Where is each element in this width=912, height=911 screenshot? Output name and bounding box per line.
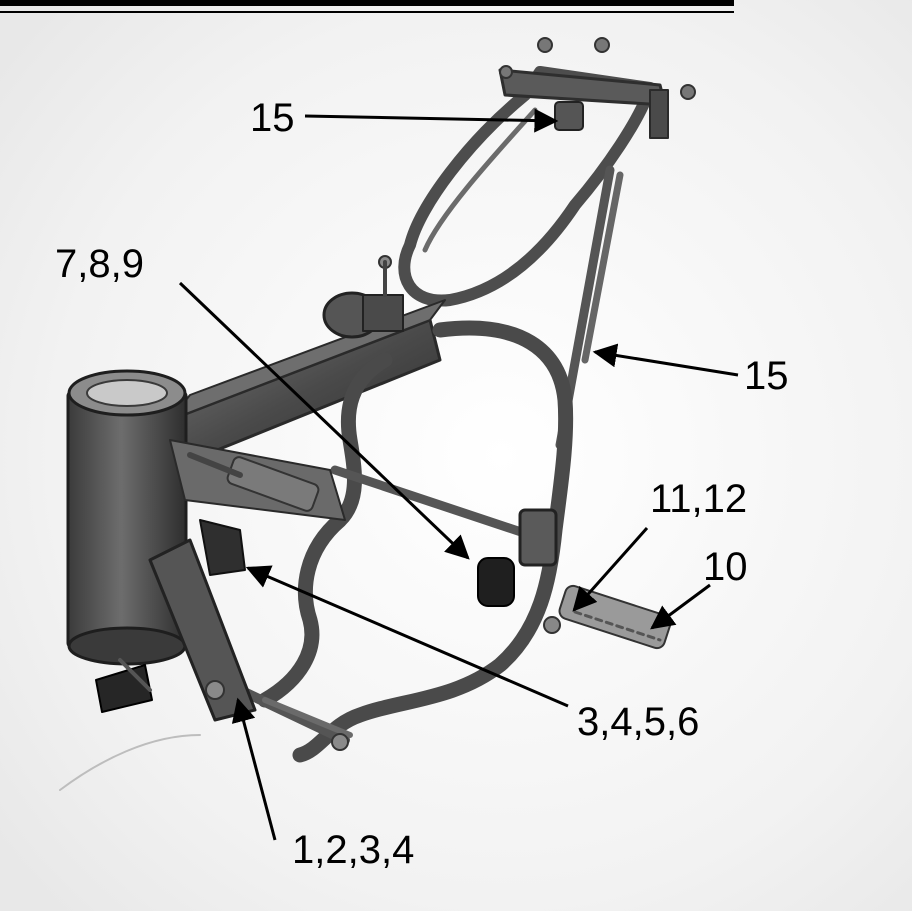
rear-bracket-tab [649,89,669,139]
lower-rail [235,685,350,745]
arrow-bottom-1234 [231,697,277,841]
head-tube-bottom [67,626,187,666]
arrow-mid-1112 [572,527,649,612]
callout-left-789: 7,8,9 [55,242,144,286]
callout-lower-3456: 3,4,5,6 [577,700,699,744]
rear-strut-2 [581,171,624,364]
arrow-right-10 [650,583,711,630]
arrow-lower-3456 [245,565,569,708]
rubber-mount [477,557,515,607]
rear-subframe-loop [398,66,656,307]
arrow-right-15 [592,343,739,377]
arrow-top-15 [304,108,559,133]
top-bolt [499,65,513,79]
callout-labels: 15 15 7,8,9 11,12 10 3,4,5,6 1,2,3,4 [55,96,789,872]
top-bolt [537,37,553,53]
lower-bolt [205,680,225,700]
swingarm-mount [518,508,558,567]
bottom-mount-bolt [118,658,152,692]
callout-mid-1112: 11,12 [650,477,747,521]
engine-mount-bracket [199,519,246,576]
arrow-left-789 [178,281,470,560]
top-border-bar [0,0,734,6]
head-tube-bore [86,379,168,407]
top-bolt [594,37,610,53]
footpeg-right-teeth [573,610,662,642]
lower-bolt [331,733,349,751]
footpeg-right-bolt [543,616,561,634]
footpeg-left-bolt [187,452,243,478]
callout-bottom-1234: 1,2,3,4 [292,828,414,872]
seat-clamp-block [362,294,404,332]
cradle-tube-right [292,320,574,763]
motorcycle-frame [59,37,696,791]
callout-right-10: 10 [703,545,748,589]
callout-arrows [178,108,739,841]
callout-top-15: 15 [250,96,295,140]
top-bracket-clip [554,101,584,131]
rear-subframe-inner [422,107,538,253]
wire [59,734,201,791]
top-bolt [680,84,696,100]
callout-right-15: 15 [744,354,789,398]
cross-shaft [330,465,550,545]
lower-rail-2 [262,697,353,738]
